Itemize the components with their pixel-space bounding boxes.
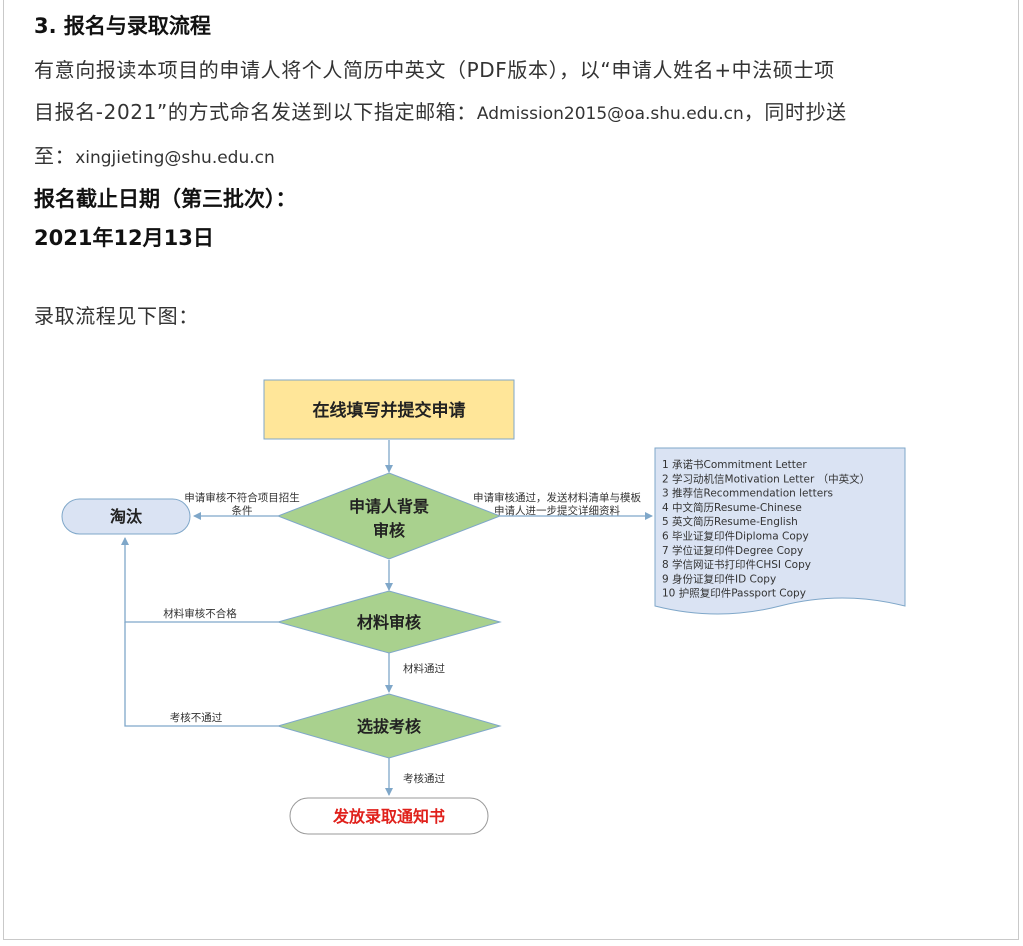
offer-terminal — [289, 797, 489, 835]
offer-label: 发放录取通知书 — [332, 807, 445, 826]
background-review-diamond — [276, 472, 502, 560]
deadline-date: 2021年12月13日 — [34, 226, 214, 250]
document-item: 6 毕业证复印件Diploma Copy — [662, 530, 809, 543]
start-box-label: 在线填写并提交申请 — [313, 400, 466, 421]
selection-review-diamond — [276, 693, 502, 759]
document-item: 1 承诺书Commitment Letter — [662, 459, 807, 471]
document-item: 7 学位证复印件Degree Copy — [662, 544, 803, 557]
selection-review-label: 选拔考核 — [357, 717, 421, 736]
section-heading: 3. 报名与录取流程 — [34, 14, 211, 38]
edge-label-material-fail: 材料审核不合格 — [163, 607, 237, 620]
document-item: 10 护照复印件Passport Copy — [662, 587, 806, 600]
deadline-label: 报名截止日期（第三批次）： — [34, 187, 297, 211]
background-review-label-2: 审核 — [373, 521, 405, 540]
flow-connectors — [121, 440, 653, 796]
admission-email-link[interactable]: Admission2015@oa.shu.edu.cn — [476, 104, 744, 124]
content-frame — [3, 0, 1019, 940]
edge-label-material-pass: 材料通过 — [403, 662, 445, 675]
document-item: 8 学信网证书打印件CHSI Copy — [662, 558, 811, 571]
flow-intro: 录取流程见下图： — [34, 304, 199, 328]
material-review-label: 材料审核 — [357, 613, 421, 632]
eliminate-label: 淘汰 — [110, 507, 143, 526]
edge-label-bg-pass-1: 申请审核通过，发送材料清单与模板 — [473, 491, 641, 504]
edge-label-selection-pass: 考核通过 — [403, 772, 445, 785]
paragraph-line-3: 至：xingjieting@shu.edu.cn — [34, 140, 275, 169]
document-item: 9 身份证复印件ID Copy — [662, 572, 776, 585]
document-item: 3 推荐信Recommendation letters — [662, 487, 833, 500]
paragraph-line-2: 目报名-2021”的方式命名发送到以下指定邮箱：Admission2015@oa… — [34, 96, 847, 125]
edge-label-bg-fail-2: 条件 — [232, 504, 253, 517]
paragraph-line-3-text: 至： — [34, 144, 76, 168]
background-review-label-1: 申请人背景 — [349, 497, 429, 516]
start-box — [263, 379, 515, 440]
document-list-shape — [654, 447, 906, 615]
edge-label-selection-fail: 考核不通过 — [170, 711, 223, 724]
document-item: 5 英文简历Resume-English — [662, 515, 798, 528]
document-item: 2 学习动机信Motivation Letter （中英文） — [662, 472, 870, 485]
edge-label-bg-pass-2: 申请人进一步提交详细资料 — [494, 504, 620, 517]
cc-email-link[interactable]: xingjieting@shu.edu.cn — [75, 148, 275, 168]
connector-selection-to-eliminate — [124, 622, 278, 727]
paragraph-line-1: 有意向报读本项目的申请人将个人简历中英文（PDF版本），以“申请人姓名+中法硕士… — [34, 58, 835, 82]
paragraph-line-2-text: 目报名-2021”的方式命名发送到以下指定邮箱： — [34, 100, 477, 124]
material-review-diamond — [276, 590, 502, 654]
edge-label-bg-fail-1: 申请审核不符合项目招生 — [184, 491, 300, 504]
eliminate-terminal — [61, 498, 191, 535]
document-item: 4 中文简历Resume-Chinese — [662, 501, 802, 514]
paragraph-line-2-tail: ，同时抄送 — [743, 100, 847, 124]
